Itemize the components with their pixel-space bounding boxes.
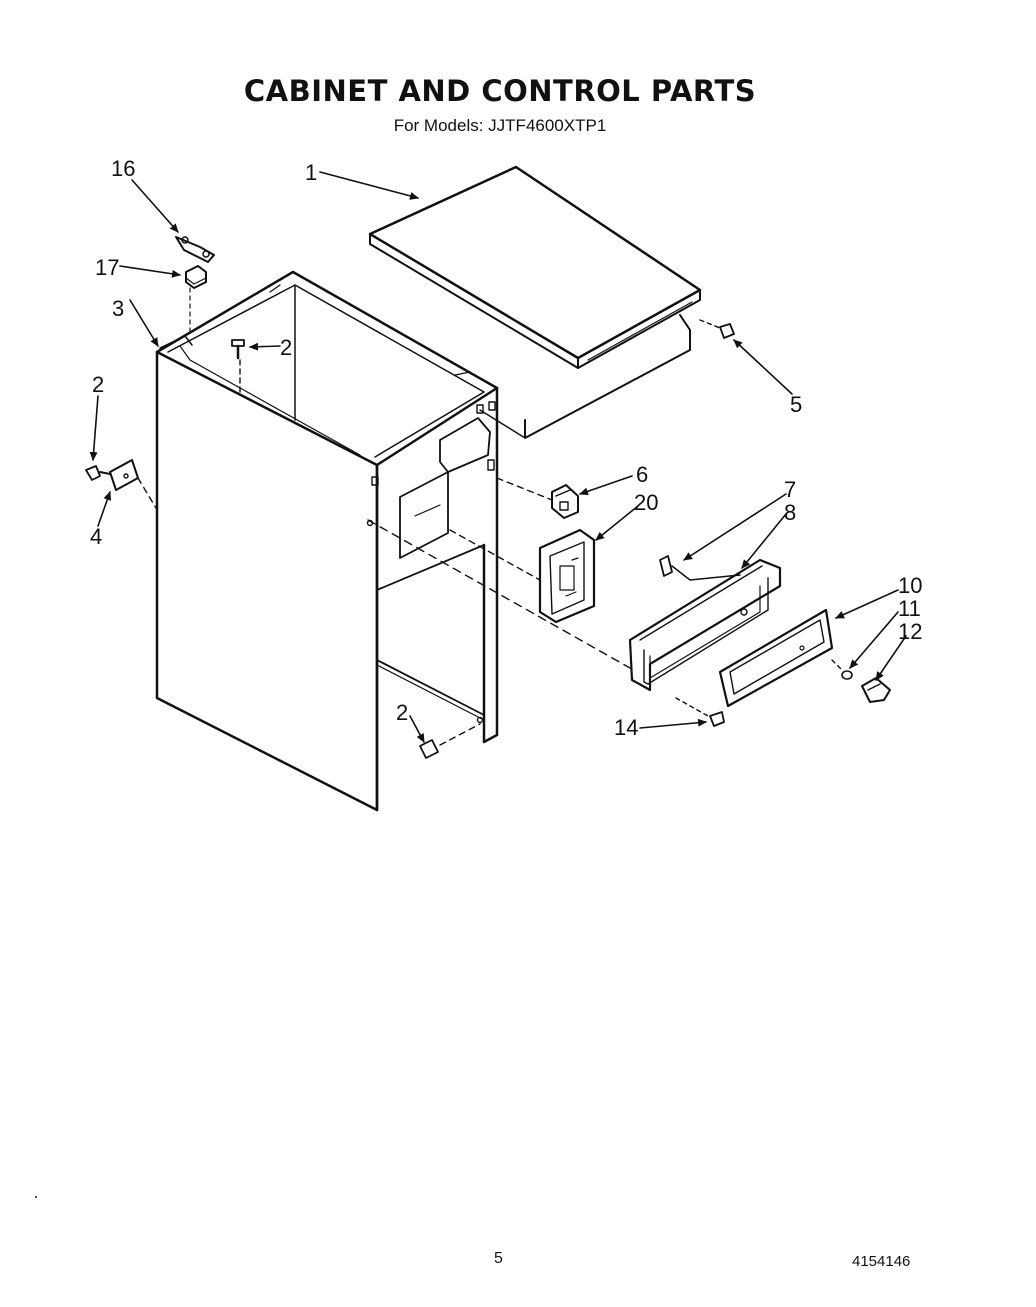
callout-11: 11 xyxy=(898,596,921,621)
control-faceplate-part xyxy=(718,608,834,708)
callout-16: 16 xyxy=(111,156,135,181)
model-subtitle: For Models: JJTF4600XTP1 xyxy=(393,116,607,135)
callout-1: 1 xyxy=(305,160,317,185)
page-number: 5 xyxy=(494,1250,503,1267)
switch-part xyxy=(496,477,579,519)
bumper-part xyxy=(185,265,207,333)
washer-part xyxy=(831,659,853,680)
hinge-bracket-part xyxy=(85,459,157,509)
screw-bottom-part xyxy=(675,697,725,727)
callout-17: 17 xyxy=(95,255,119,280)
screw-side-part xyxy=(419,723,481,759)
wire-harness-part xyxy=(659,555,741,581)
control-housing-part xyxy=(449,528,596,624)
scan-speck xyxy=(35,1196,37,1198)
exploded-view-drawing: 16 17 3 2 2 4 1 5 6 20 7 8 10 11 12 14 2 xyxy=(35,156,922,1198)
callout-2-top: 2 xyxy=(280,335,292,360)
callout-3: 3 xyxy=(112,296,124,321)
callout-14: 14 xyxy=(614,715,638,740)
callout-20: 20 xyxy=(634,490,658,515)
callout-2-left: 2 xyxy=(92,372,104,397)
callout-2-bottom: 2 xyxy=(396,700,408,725)
callout-labels: 16 17 3 2 2 4 1 5 6 20 7 8 10 11 12 14 2 xyxy=(90,156,922,740)
callout-7: 7 xyxy=(784,477,796,502)
callout-5: 5 xyxy=(790,392,802,417)
screw-rear-part xyxy=(699,319,735,339)
control-panel-frame-part xyxy=(367,519,782,692)
page-title: CABINET AND CONTROL PARTS xyxy=(243,74,757,108)
callout-4: 4 xyxy=(90,524,102,549)
callout-10: 10 xyxy=(898,573,922,598)
cabinet-part xyxy=(155,270,499,812)
callout-6: 6 xyxy=(636,462,648,487)
callout-12: 12 xyxy=(898,619,922,644)
retainer-clip-part xyxy=(175,236,215,263)
screw-top-part xyxy=(231,339,245,396)
document-code: 4154146 xyxy=(852,1253,911,1270)
callout-8: 8 xyxy=(784,500,796,525)
top-panel-part xyxy=(368,165,702,439)
knob-part xyxy=(861,677,891,703)
leader-arrows xyxy=(89,171,907,743)
